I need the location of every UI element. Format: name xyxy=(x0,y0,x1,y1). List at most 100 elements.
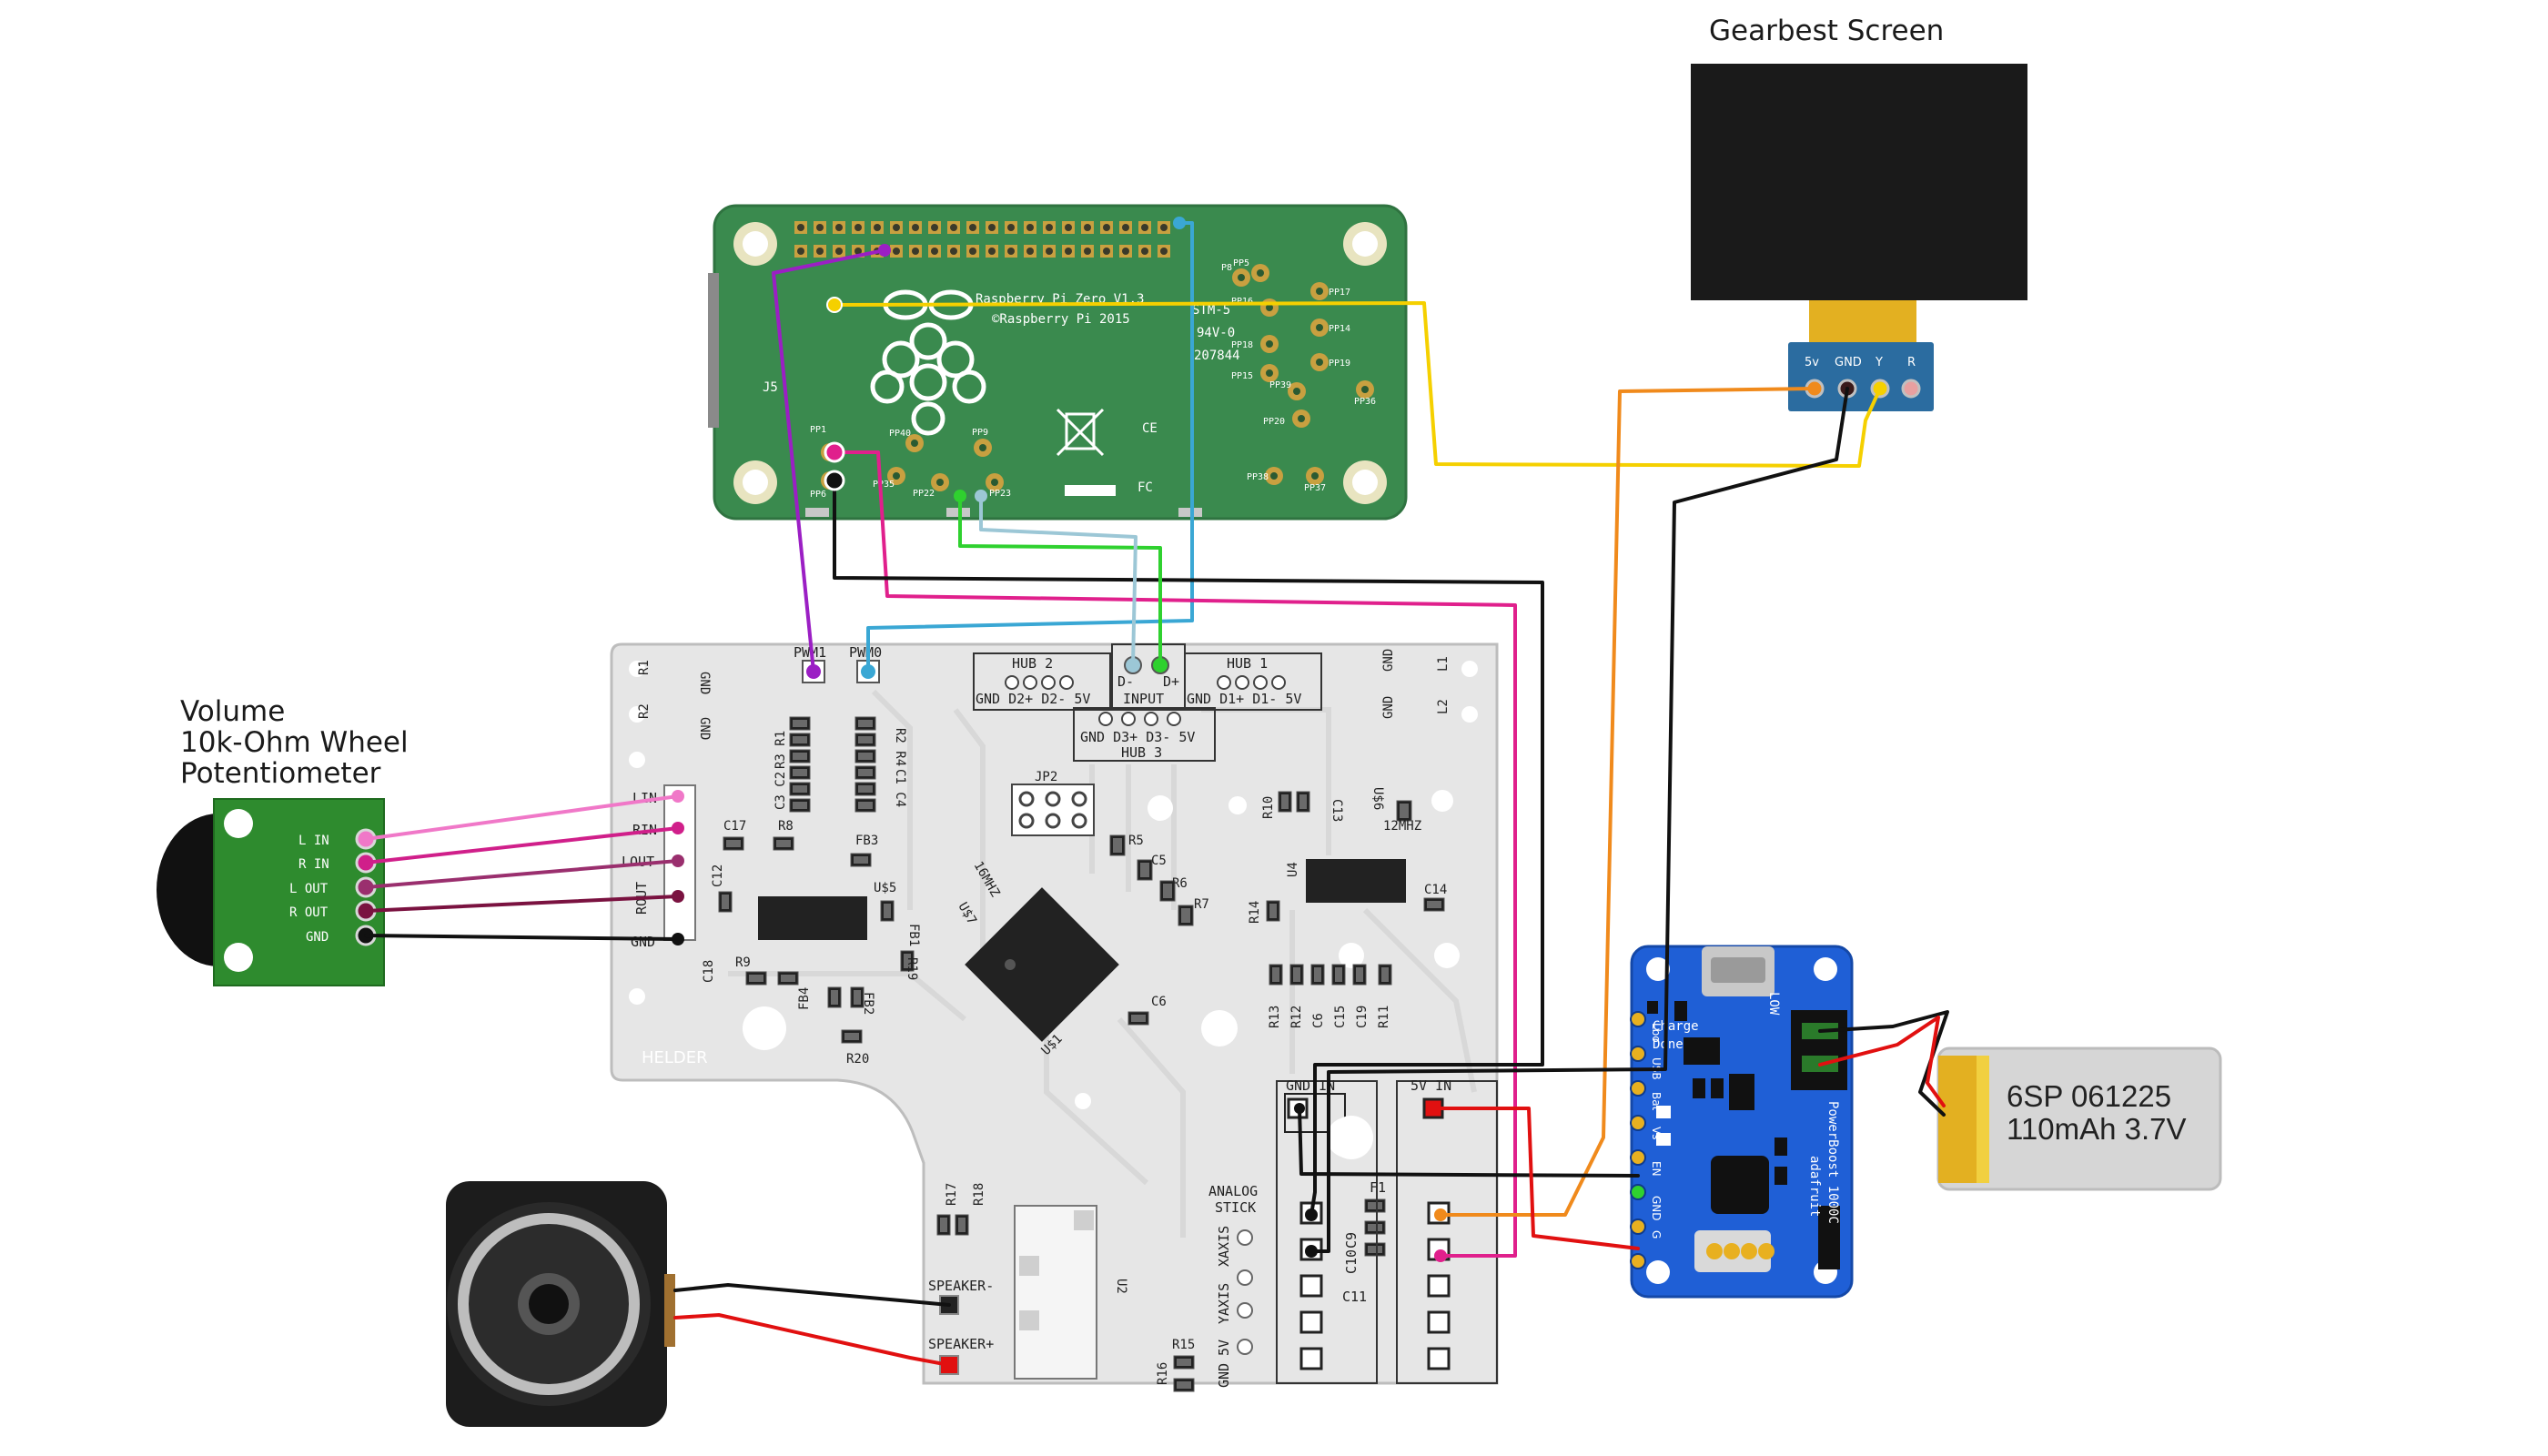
pi-test-point-label: PP36 xyxy=(1354,397,1376,407)
label-c10: C10 xyxy=(1343,1249,1360,1274)
ref-gnd_tl2: GND xyxy=(697,717,712,740)
analog-title-1: ANALOG xyxy=(1208,1183,1258,1199)
helder-board-name: HELDER xyxy=(642,1048,708,1067)
hub2-connector: HUB 2 GND D2+ D2- 5V xyxy=(973,652,1111,711)
powerboost-inductor xyxy=(1711,1156,1769,1214)
pi-test-point-label: PP6 xyxy=(810,490,826,500)
pi-test-point-label: PP18 xyxy=(1231,340,1253,350)
helder-board: HELDER PWM1 PWM0 LIN RIN LOUT ROUT GND xyxy=(610,642,1499,1392)
ref-fb2: FB2 xyxy=(861,992,875,1015)
analog-5v: 5V xyxy=(1216,1340,1232,1356)
analog-yaxis: YAXIS xyxy=(1216,1283,1232,1324)
screen-pad-r xyxy=(1901,379,1921,399)
gearbest-screen: Gearbest Screen 5v GND Y R xyxy=(1691,15,2027,411)
lipo-battery: 6SP 061225 110mAh 3.7V xyxy=(1936,1046,2222,1191)
pi-silk-94v: 94V-0 xyxy=(1197,326,1235,340)
ref-r3r1: R3 R1 xyxy=(774,731,788,769)
ref-r17: R17 xyxy=(945,1183,959,1206)
pi-silk-stm: STM-5 xyxy=(1192,303,1230,318)
screen-title: Gearbest Screen xyxy=(1709,15,1944,47)
pi-test-point-label: PP16 xyxy=(1231,297,1253,307)
ref-r15: R15 xyxy=(1172,1338,1195,1352)
pi-test-point-label: PP38 xyxy=(1247,472,1269,482)
wire-pwm1-purple xyxy=(772,248,886,673)
wire-speaker-pos xyxy=(673,1313,951,1367)
pi-test-point-label: PP23 xyxy=(989,489,1011,499)
pi-silk-j5: J5 xyxy=(763,380,778,395)
wire-screen-gnd-black xyxy=(1309,387,1849,1253)
pi-test-point-label: PP22 xyxy=(913,489,935,499)
ref-r7: R7 xyxy=(1194,897,1209,912)
ref-c5: C5 xyxy=(1151,854,1167,868)
input-dminus: D- xyxy=(1117,673,1134,690)
pot-pin-r-out: R OUT xyxy=(289,905,329,920)
ref-r16: R16 xyxy=(1156,1362,1170,1385)
wire-speaker-neg xyxy=(673,1283,951,1307)
pb-side-text-1: Charge xyxy=(1653,1019,1699,1034)
pb-pin-label: Lbo xyxy=(1650,1023,1663,1043)
pi-test-point-label: P8 xyxy=(1221,263,1232,273)
pb-side-text-2: Done xyxy=(1653,1037,1684,1052)
battery-label-1: 6SP 061225 xyxy=(2007,1079,2171,1113)
ref-gnd_tr2: GND xyxy=(1381,696,1396,719)
ref-r1: R1 xyxy=(637,660,652,675)
ref-r6: R6 xyxy=(1172,876,1188,891)
ref-r5: R5 xyxy=(1128,834,1144,848)
analog-stick-block: ANALOG STICK XAXIS YAXIS 5V GND GND IN 5… xyxy=(1208,1077,1498,1388)
ref-r9: R9 xyxy=(735,956,751,970)
pot-title-line-1: Volume xyxy=(180,695,285,728)
ref-c17: C17 xyxy=(723,819,746,834)
wire-pot-l-in xyxy=(364,794,680,841)
label-pwm0: PWM0 xyxy=(849,644,882,661)
ref-c18: C18 xyxy=(702,960,716,983)
pi-ce-mark: CE xyxy=(1142,421,1158,436)
wire-end-dots xyxy=(672,217,1447,1262)
screen-display xyxy=(1691,64,2027,300)
ref-row-item: R11 xyxy=(1377,1006,1391,1028)
pi-test-point-label: PP35 xyxy=(873,480,895,490)
mcu-chip xyxy=(965,887,1119,1042)
pi-test-point-label: PP1 xyxy=(810,425,826,435)
pi-test-point-label: PP19 xyxy=(1329,359,1350,369)
hub3-connector: GND D3+ D3- 5V HUB 3 xyxy=(1073,707,1216,762)
wire-pot-l-out xyxy=(364,859,680,889)
pb-pin-label: 5V xyxy=(1650,1265,1663,1280)
ref-row-item: R13 xyxy=(1268,1006,1282,1028)
pb-low-label: LOW xyxy=(1766,992,1781,1016)
pi-weee-icon xyxy=(1056,408,1105,457)
chip-u5 xyxy=(758,896,867,940)
ref-gnd_tl1: GND xyxy=(697,672,712,694)
battery-tab-icon xyxy=(1938,1056,1977,1183)
ref-fb1: FB1 xyxy=(906,924,921,946)
label-gnd-in: GND IN xyxy=(1286,1077,1335,1094)
pi-test-point-label: PP14 xyxy=(1329,324,1350,334)
pb-pin-label: Bat xyxy=(1650,1092,1663,1111)
ref-r10: R10 xyxy=(1261,796,1276,819)
pi-sd-slot xyxy=(708,273,719,428)
pot-pin-l-out: L OUT xyxy=(289,882,329,896)
ref-row-item: R12 xyxy=(1289,1006,1304,1028)
ref-gnd_tr1: GND xyxy=(1381,649,1396,672)
ref-row-item: C15 xyxy=(1333,1006,1348,1028)
raspberry-pi-zero: Raspberry Pi Zero V1.3 ©Raspberry Pi 201… xyxy=(708,204,1408,521)
wire-pot-gnd xyxy=(364,934,680,941)
input-dplus: D+ xyxy=(1163,673,1179,690)
wire-pi-pink xyxy=(833,450,1517,1258)
wire-battery-black xyxy=(1818,1010,1949,1117)
screen-pin-r: R xyxy=(1907,356,1916,369)
hub2-title: HUB 2 xyxy=(1012,655,1053,672)
wire-screen-video-yellow xyxy=(832,301,1882,468)
hub1-title: HUB 1 xyxy=(1227,655,1268,672)
pot-pin-l-in: L IN xyxy=(298,834,329,848)
pi-silk-copyright: ©Raspberry Pi 2015 xyxy=(992,312,1130,327)
ref-l2: L2 xyxy=(1436,699,1451,714)
hub3-title: HUB 3 xyxy=(1121,744,1162,761)
screen-pin-y: Y xyxy=(1875,356,1883,369)
pi-test-point-label: PP9 xyxy=(972,428,988,438)
chip-u4 xyxy=(1306,859,1406,903)
ref-r20: R20 xyxy=(846,1052,869,1067)
label-5v-in: 5V IN xyxy=(1410,1077,1451,1094)
label-f1: F1 xyxy=(1370,1179,1386,1196)
wire-usb-green xyxy=(958,494,1162,667)
ref-r2r4: R2 R4 xyxy=(893,728,907,766)
